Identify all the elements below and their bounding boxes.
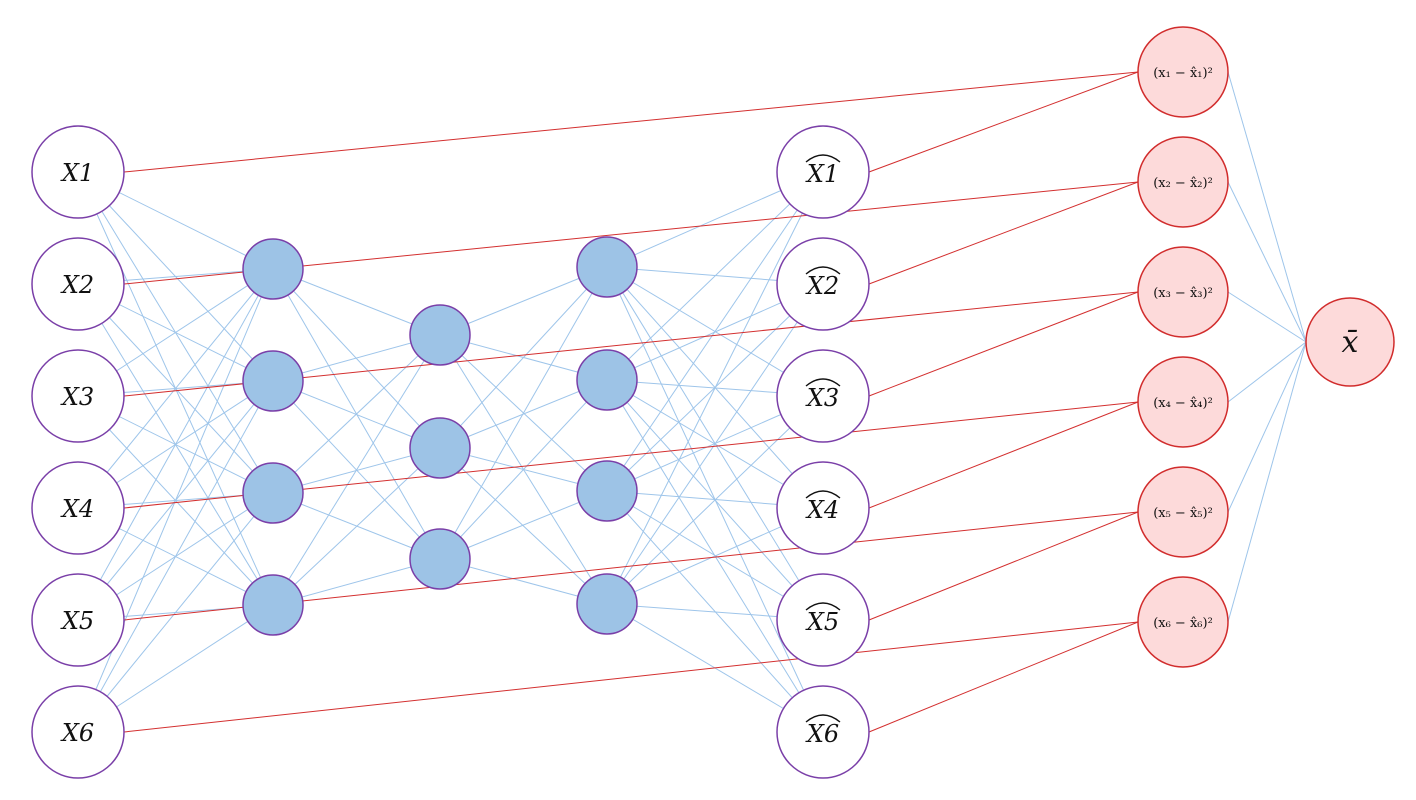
dense-edge bbox=[77, 380, 274, 733]
input-error-edge bbox=[123, 71, 1139, 173]
mean-node-label: x̄ bbox=[1342, 325, 1359, 360]
hidden-node bbox=[576, 349, 638, 411]
error-node-label: (x₁ − x̂₁)² bbox=[1153, 66, 1213, 81]
hat-accent-icon bbox=[805, 266, 841, 275]
error-mean-edge bbox=[1227, 181, 1307, 343]
error-node-label: (x₂ − x̂₂)² bbox=[1153, 176, 1213, 191]
error-node bbox=[1137, 356, 1229, 448]
error-mean-edge bbox=[1227, 341, 1307, 403]
input-node bbox=[31, 685, 125, 779]
output-node-label: X3 bbox=[805, 384, 839, 412]
output-node-label: X5 bbox=[805, 608, 839, 636]
hidden-node bbox=[576, 236, 638, 298]
dense-edge bbox=[272, 334, 441, 494]
dense-edge bbox=[606, 171, 824, 492]
error-mean-edge bbox=[1227, 291, 1307, 343]
output-node bbox=[776, 349, 870, 443]
output-node bbox=[776, 461, 870, 555]
error-mean-edge bbox=[1227, 71, 1307, 343]
input-node bbox=[31, 461, 125, 555]
output-error-edge bbox=[868, 621, 1139, 733]
input-node bbox=[31, 349, 125, 443]
hidden-node bbox=[409, 304, 471, 366]
output-node-label: X1 bbox=[805, 160, 839, 188]
output-node bbox=[776, 237, 870, 331]
input-node bbox=[31, 573, 125, 667]
dense-edge bbox=[77, 268, 274, 509]
dense-edge bbox=[439, 266, 608, 560]
error-mean-edge bbox=[1227, 341, 1307, 513]
hidden-node bbox=[242, 574, 304, 636]
hat-accent-icon bbox=[805, 378, 841, 387]
dense-edge bbox=[606, 171, 824, 381]
output-node bbox=[776, 125, 870, 219]
mean-node bbox=[1305, 297, 1395, 387]
dense-edge bbox=[439, 266, 608, 449]
error-node bbox=[1137, 26, 1229, 118]
input-node-label: X5 bbox=[60, 607, 94, 635]
input-node-label: X3 bbox=[60, 383, 94, 411]
dense-edge bbox=[606, 171, 824, 605]
output-node bbox=[776, 573, 870, 667]
output-node-label: X4 bbox=[805, 496, 839, 524]
output-node-label: X6 bbox=[805, 720, 839, 748]
error-mean-edge bbox=[1227, 341, 1307, 623]
hidden-node bbox=[242, 462, 304, 524]
output-error-edge bbox=[868, 71, 1139, 173]
output-node bbox=[776, 685, 870, 779]
dense-edge bbox=[272, 447, 441, 606]
hidden-node bbox=[242, 238, 304, 300]
dense-edge bbox=[272, 334, 441, 606]
hidden-node bbox=[242, 350, 304, 412]
dense-edge bbox=[77, 268, 274, 733]
error-node-label: (x₃ − x̂₃)² bbox=[1153, 286, 1213, 301]
hidden-node bbox=[409, 528, 471, 590]
output-error-edge bbox=[868, 291, 1139, 397]
dense-edge bbox=[77, 492, 274, 733]
error-node-label: (x₅ − x̂₅)² bbox=[1153, 506, 1213, 521]
error-node bbox=[1137, 246, 1229, 338]
error-node bbox=[1137, 466, 1229, 558]
error-node-label: (x₄ − x̂₄)² bbox=[1153, 396, 1213, 411]
output-error-edge bbox=[868, 511, 1139, 621]
input-node-label: X1 bbox=[60, 159, 94, 187]
input-error-edge bbox=[123, 621, 1139, 733]
input-node-label: X4 bbox=[60, 495, 94, 523]
hidden-node bbox=[576, 573, 638, 635]
output-error-edge bbox=[868, 401, 1139, 509]
error-node bbox=[1137, 136, 1229, 228]
hidden-node bbox=[576, 460, 638, 522]
output-error-edge bbox=[868, 181, 1139, 285]
error-node bbox=[1137, 576, 1229, 668]
input-node-label: X2 bbox=[60, 271, 94, 299]
error-node-label: (x₆ − x̂₆)² bbox=[1153, 616, 1213, 631]
hidden-node bbox=[409, 417, 471, 479]
input-node-label: X6 bbox=[60, 719, 94, 747]
hat-accent-icon bbox=[805, 602, 841, 611]
input-node bbox=[31, 237, 125, 331]
dense-edge bbox=[606, 283, 824, 605]
dense-edge bbox=[606, 395, 824, 605]
hat-accent-icon bbox=[805, 154, 841, 163]
hat-accent-icon bbox=[805, 490, 841, 499]
output-node-label: X2 bbox=[805, 272, 839, 300]
dense-edge bbox=[77, 268, 274, 621]
hat-accent-icon bbox=[805, 714, 841, 723]
dense-edge bbox=[439, 379, 608, 560]
dense-edge bbox=[439, 447, 608, 605]
input-node bbox=[31, 125, 125, 219]
